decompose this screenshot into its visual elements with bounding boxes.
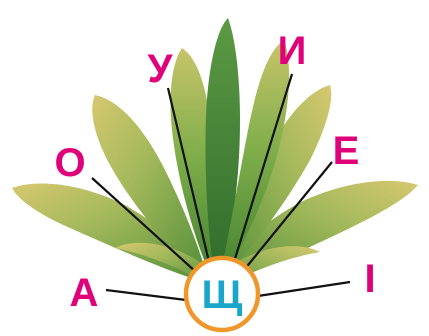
line-a — [106, 290, 186, 300]
vowel-e: Е — [333, 129, 360, 173]
vowel-u: У — [148, 47, 174, 91]
vowel-a: А — [70, 271, 99, 315]
vowel-o: О — [54, 141, 85, 185]
vowel-y: И — [278, 29, 307, 73]
vowel-i: І — [364, 257, 375, 301]
center-letter: Щ — [202, 273, 243, 317]
line-i — [258, 282, 350, 296]
